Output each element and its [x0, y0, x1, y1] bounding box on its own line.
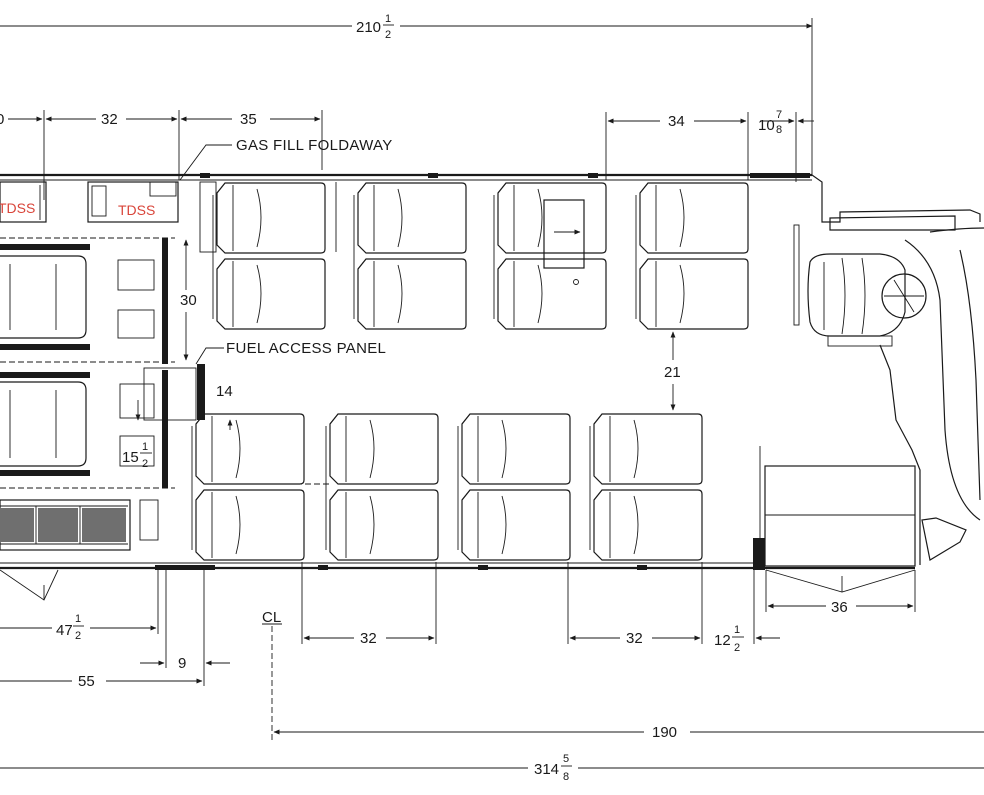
tdss-right-label: TDSS	[118, 202, 155, 218]
dim-bottom-47-den: 2	[75, 630, 81, 642]
dim-top-32: 32	[101, 111, 118, 128]
seat-pair-upper-2	[353, 182, 467, 330]
dim-bottom-32-a: 32	[360, 630, 377, 647]
seat-pair-lower-2	[325, 413, 439, 561]
dim-overall-bottom-den: 8	[563, 771, 569, 783]
centerline-marker: CL 190	[262, 609, 984, 741]
dim-overall-bottom-whole: 314	[534, 761, 559, 778]
dim-centerline-190: 190	[652, 724, 677, 741]
dim-bottom-9: 9	[178, 655, 186, 672]
door-swing	[0, 569, 916, 601]
seat-pair-lower-1	[191, 413, 305, 561]
seats-upper-row	[199, 181, 749, 330]
seat-pair-upper-1	[212, 182, 326, 330]
dim-top-10-num: 7	[776, 109, 782, 121]
dim-side-15-num: 1	[142, 441, 148, 453]
callout-gas-fill: GAS FILL FOLDAWAY	[179, 137, 393, 181]
dim-side-15-whole: 15	[122, 449, 139, 466]
dim-overall-top-den: 2	[385, 29, 391, 41]
dim-top-partial: 0	[0, 111, 4, 128]
gas-fill-label: GAS FILL FOLDAWAY	[236, 137, 393, 154]
dim-top-row: 0 32 35 34 10 7 8	[0, 109, 814, 200]
centerline-label: CL	[262, 609, 281, 626]
callout-fuel-access: FUEL ACCESS PANEL	[195, 340, 386, 365]
tdss-left-label: TDSS	[0, 200, 35, 216]
dim-top-34: 34	[668, 113, 685, 130]
dim-bottom-row: 47 1 2 9 55 32 32 12 1 2 36	[0, 562, 916, 690]
seats-lower-row	[191, 413, 703, 561]
dim-bottom-32-b: 32	[626, 630, 643, 647]
dim-aisle: 21	[664, 331, 681, 411]
dim-overall-top-num: 1	[385, 13, 391, 25]
dim-bottom-55: 55	[78, 673, 95, 690]
seat-pair-lower-3	[457, 413, 571, 561]
seat-pair-upper-4	[635, 182, 749, 330]
dim-overall-bottom-num: 5	[563, 753, 569, 765]
dim-overall-top-whole: 210	[356, 19, 381, 36]
dim-aisle-21: 21	[664, 364, 681, 381]
dim-side-30: 30	[180, 292, 197, 309]
dim-bottom-12-whole: 12	[714, 632, 731, 649]
driver-cab	[759, 174, 984, 567]
rear-compartment: TDSS TDSS	[0, 181, 205, 551]
dim-top-10-whole: 10	[758, 117, 775, 134]
dim-side-15-den: 2	[142, 458, 148, 470]
dim-side: 30 14 15 1 2	[122, 239, 233, 470]
dim-side-14: 14	[216, 383, 233, 400]
dim-bottom-12-den: 2	[734, 642, 740, 654]
dim-bottom-47-whole: 47	[56, 622, 73, 639]
dim-bottom-36: 36	[831, 599, 848, 616]
dim-overall-top: 210 1 2	[0, 13, 813, 175]
dim-top-10-den: 8	[776, 124, 782, 136]
seat-pair-lower-4	[589, 413, 703, 561]
dim-overall-bottom: 314 5 8	[0, 753, 984, 783]
bus-body	[0, 173, 915, 570]
fuel-access-label: FUEL ACCESS PANEL	[226, 340, 386, 357]
dim-bottom-47-num: 1	[75, 613, 81, 625]
seat-pair-upper-3	[493, 182, 607, 330]
dim-top-35: 35	[240, 111, 257, 128]
dim-bottom-12-num: 1	[734, 624, 740, 636]
